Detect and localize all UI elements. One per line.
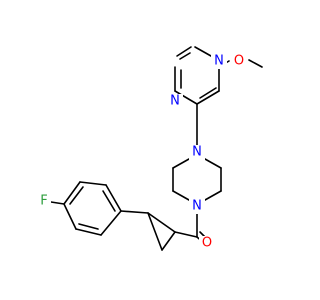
atom-n-piperazine-upper: N (192, 145, 202, 160)
atom-labels: N N O N N O F (37, 54, 247, 251)
bond-ph-c5-c6 (79, 181, 107, 186)
bond-cp-c2-c3 (147, 212, 163, 251)
bond-c4-c5 (174, 90, 198, 105)
molecule-structure: N N O N N O F (37, 46, 263, 251)
bond-right-lower (204, 190, 222, 201)
bond-cp-c1-c2 (147, 212, 176, 233)
bond-lower-left (172, 190, 190, 201)
bond-left-upper (172, 158, 190, 169)
bond-ph-c2-c3-inner (78, 223, 99, 230)
bond-ph-c2-c3 (75, 228, 102, 236)
bond-cp-c3-c1 (161, 231, 176, 251)
bond-c2-n3-inner (179, 52, 191, 60)
bond-cp-phenyl (120, 210, 149, 214)
bond-ph-c1-c2 (100, 210, 122, 236)
bond-c-f (50, 201, 65, 205)
atom-n-pyrimidine-upper: N (214, 54, 224, 69)
bond-ph-c6-c1-inner (102, 190, 116, 212)
atom-o-carbonyl: O (202, 236, 212, 251)
bond-c2-n3 (176, 46, 192, 57)
bond-ph-c6-c1 (105, 184, 122, 212)
atom-o-methoxy: O (234, 54, 244, 69)
atom-f-fluoro: F (40, 194, 47, 209)
bond-o-ch3 (248, 59, 263, 68)
structure-canvas: N N O N N O F (37, 46, 263, 251)
bond-npip-upper-right (204, 158, 222, 169)
bond-ph-c4-c5-inner (69, 186, 84, 205)
bond-c5-c6 (196, 90, 220, 105)
bond-ph-c4-c5 (63, 181, 81, 205)
bond-carbonyl-cyclopropyl (174, 231, 198, 238)
bond-c5-c6-inner (199, 87, 217, 99)
atom-n-piperazine-lower: N (192, 199, 202, 214)
bonds (50, 46, 263, 251)
bond-ph-c3-c4 (63, 203, 77, 230)
atom-n-pyrimidine-lower: N (170, 94, 180, 109)
bond-n1-c2 (194, 46, 212, 57)
